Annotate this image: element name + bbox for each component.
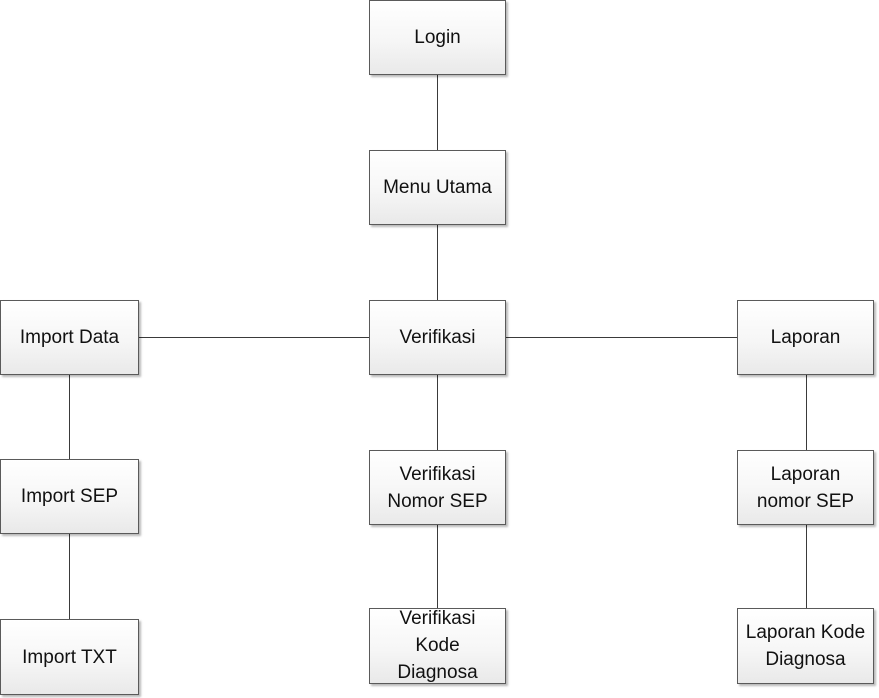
node-import-sep: Import SEP	[0, 459, 139, 534]
node-import-data-label: Import Data	[19, 327, 120, 348]
node-laporan: Laporan	[737, 300, 874, 375]
node-login: Login	[369, 0, 506, 75]
node-verifikasi-nomor-sep-label: Verifikasi Nomor SEP	[387, 463, 488, 512]
node-laporan-nomor-sep: Laporan nomor SEP	[737, 450, 874, 525]
node-menu-utama-label: Menu Utama	[383, 177, 492, 198]
node-verifikasi-label: Verifikasi	[399, 327, 476, 348]
node-import-txt: Import TXT	[0, 619, 139, 695]
node-verifikasi-kode-diagnosa: Verifikasi Kode Diagnosa	[369, 608, 506, 684]
node-verifikasi-nomor-sep: Verifikasi Nomor SEP	[369, 450, 506, 525]
node-verifikasi: Verifikasi	[369, 300, 506, 375]
node-laporan-kode-diagnosa: Laporan Kode Diagnosa	[737, 608, 874, 684]
node-import-txt-label: Import TXT	[22, 646, 117, 668]
node-import-sep-label: Import SEP	[20, 486, 119, 507]
node-import-data: Import Data	[0, 300, 139, 375]
node-laporan-kode-diagnosa-label: Laporan Kode Diagnosa	[745, 622, 866, 670]
node-menu-utama: Menu Utama	[369, 150, 506, 225]
node-laporan-nomor-sep-label: Laporan nomor SEP	[756, 463, 855, 512]
node-login-label: Login	[414, 27, 461, 48]
node-verifikasi-kode-diagnosa-label: Verifikasi Kode Diagnosa	[397, 608, 478, 683]
node-laporan-label: Laporan	[770, 327, 841, 348]
